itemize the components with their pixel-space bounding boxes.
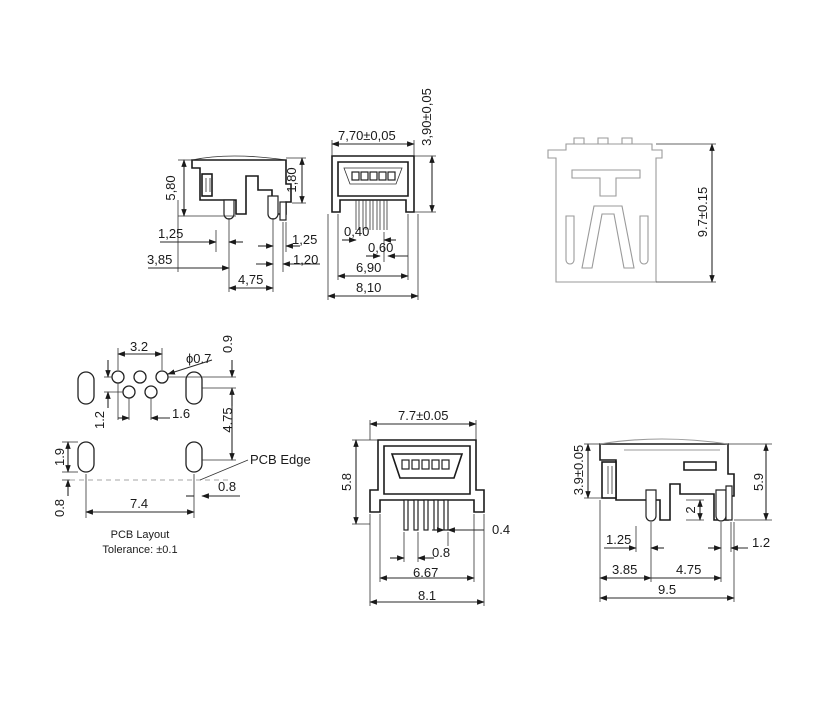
dim-1-25-right: 1,25 — [292, 232, 317, 247]
pcb-layout-caption: PCB Layout — [111, 529, 170, 541]
dim-1-2: 1.2 — [92, 411, 107, 429]
dim-1-80: 1,80 — [284, 167, 299, 192]
bottom-right-side-view: 3.9±0.05 5.9 2 1.25 1.2 3.85 4.75 9.5 — [571, 438, 772, 602]
dim-phi-0-7: ϕ0.7 — [186, 351, 211, 366]
dim-4-75: 4.75 — [220, 407, 235, 432]
dim-3-9: 3.9±0.05 — [571, 445, 586, 496]
pcb-edge-label: PCB Edge — [250, 452, 311, 467]
dim-3-2: 3.2 — [130, 339, 148, 354]
dim-4-75: 4,75 — [238, 272, 263, 287]
dim-3-85: 3.85 — [612, 562, 637, 577]
dim-0-60: 0,60 — [368, 240, 393, 255]
pcb-layout: 3.2 ϕ0.7 0.9 1.2 1.6 4.75 1.9 7.4 0.8 0.… — [52, 335, 311, 556]
dim-9-5: 9.5 — [658, 582, 676, 597]
dim-2: 2 — [683, 506, 698, 513]
dim-1-25: 1.25 — [606, 532, 631, 547]
dim-9-7: 9.7±0.15 — [695, 187, 710, 238]
top-middle-front-view: 7,70±0,05 3,90±0,05 0,40 0,60 6,90 8,10 — [327, 88, 436, 300]
dim-0-8-horizontal: 0.8 — [218, 479, 236, 494]
dim-1-20: 1,20 — [293, 252, 318, 267]
dim-6-90: 6,90 — [356, 260, 381, 275]
dim-1-9: 1.9 — [52, 448, 67, 466]
dim-0-8-vertical: 0.8 — [52, 499, 67, 517]
top-left-side-view: 5,80 1,80 1,25 1,25 3,85 1,20 4,75 — [147, 155, 320, 292]
dim-4-75: 4.75 — [676, 562, 701, 577]
dim-7-7: 7.7±0.05 — [398, 408, 449, 423]
bottom-middle-front-view: 7.7±0.05 5.8 0.4 0.8 6.67 8.1 — [339, 408, 510, 606]
dim-7-4: 7.4 — [130, 496, 148, 511]
dim-0-9: 0.9 — [220, 335, 235, 353]
dim-5-9: 5.9 — [751, 473, 766, 491]
dim-1-25-left: 1,25 — [158, 226, 183, 241]
dim-0-8: 0.8 — [432, 545, 450, 560]
dim-1-6: 1.6 — [172, 406, 190, 421]
dim-1-2: 1.2 — [752, 535, 770, 550]
dim-8-1: 8.1 — [418, 588, 436, 603]
dim-8-10: 8,10 — [356, 280, 381, 295]
dim-5-80: 5,80 — [163, 175, 178, 200]
dim-0-40: 0,40 — [344, 224, 369, 239]
dim-3-90: 3,90±0,05 — [419, 88, 434, 146]
dim-3-85: 3,85 — [147, 252, 172, 267]
top-right-top-view: 9.7±0.15 — [547, 137, 716, 283]
dim-0-4: 0.4 — [492, 522, 510, 537]
dim-6-67: 6.67 — [413, 565, 438, 580]
dim-7-70: 7,70±0,05 — [338, 128, 396, 143]
pcb-layout-tolerance: Tolerance: ±0.1 — [102, 544, 177, 556]
dim-5-8: 5.8 — [339, 473, 354, 491]
